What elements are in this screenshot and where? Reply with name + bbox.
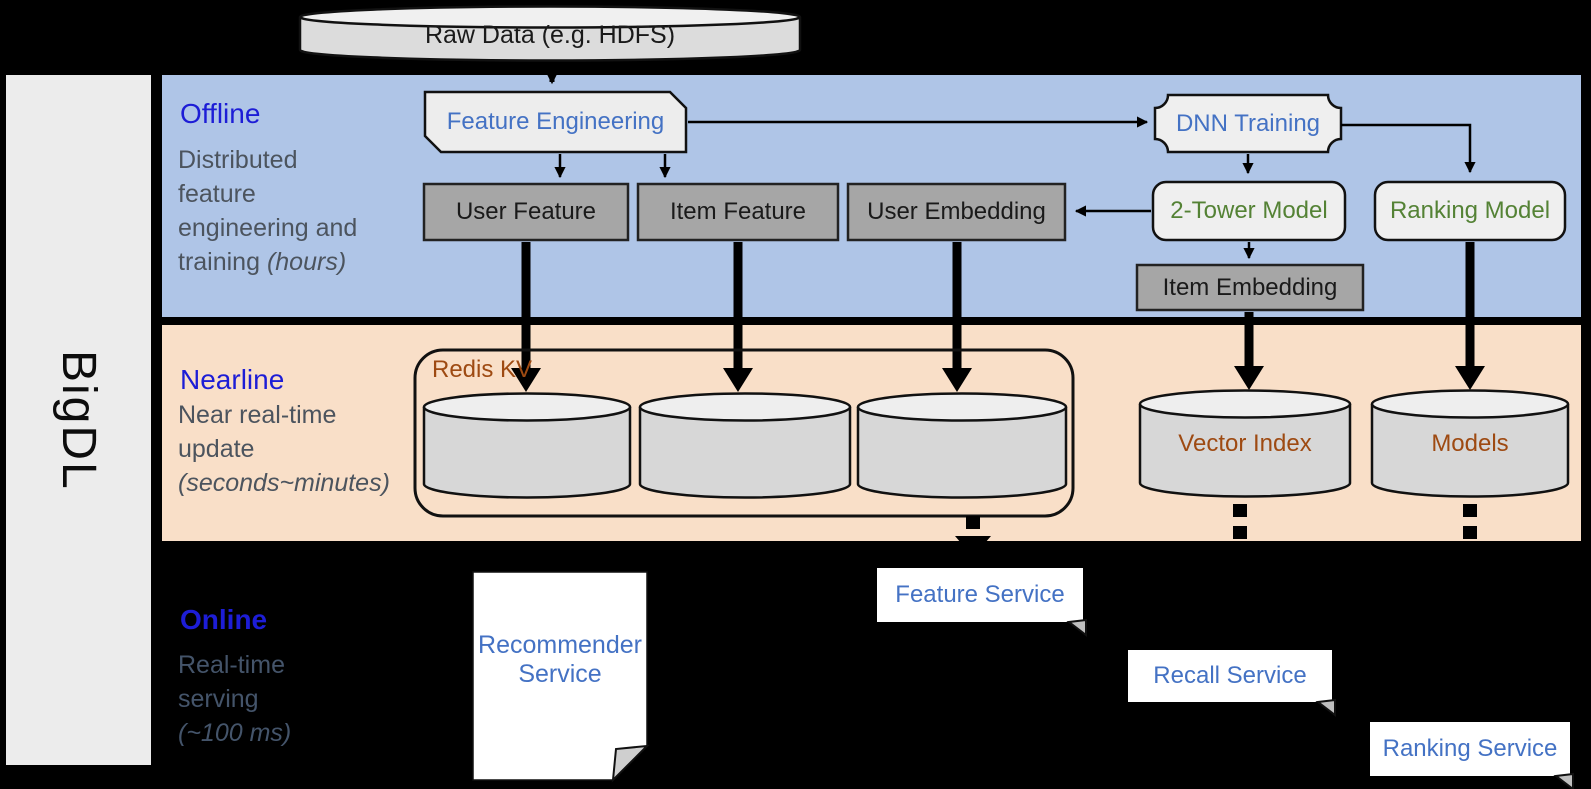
kv-cylinder-1: [422, 407, 632, 499]
item-feature-label: Item Feature: [669, 198, 807, 226]
two-tower-model-box: [1151, 180, 1347, 242]
pipe-head-2: [723, 368, 753, 392]
kv-cylinder-3: [856, 407, 1068, 499]
item-embedding-label: Item Embedding: [1162, 273, 1338, 301]
recall-service-label: Recall Service: [1153, 662, 1307, 690]
dash-kv-arrowhead: [955, 536, 991, 557]
arrow-dnn-to-ranking-model: [1341, 123, 1476, 174]
feature-service-box: [877, 568, 1083, 622]
dnn-training-label: DNN Training: [1175, 109, 1321, 137]
ranking-model-box: [1373, 180, 1567, 242]
pipe-head-1: [511, 368, 541, 392]
dash-kv-1: [966, 516, 980, 529]
user-feature-label: User Feature: [455, 198, 597, 226]
item-feature-box: [636, 182, 840, 242]
user-feature-box: [422, 182, 630, 242]
models-cylinder: [1370, 404, 1570, 498]
bigdl-sidebar: BigDL: [6, 75, 151, 765]
pipe-head-5: [1455, 366, 1485, 390]
user-embedding-box: [846, 182, 1067, 242]
bigdl-brand-label: BigDL: [52, 349, 105, 491]
models-label: Models: [1431, 430, 1509, 458]
raw-data-cylinder-top: [298, 5, 802, 29]
recommender-service-label: Recommender Service: [478, 631, 642, 688]
redis-kv-container: [413, 348, 1075, 518]
vector-index-label: Vector Index: [1178, 430, 1312, 458]
raw-data-label: Raw Data (e.g. HDFS): [424, 20, 676, 49]
offline-band-description: Distributed feature engineering and trai…: [178, 146, 358, 276]
dash-models-2: [1463, 526, 1477, 539]
pipe-head-3: [942, 368, 972, 392]
kv-cylinder-1-top: [422, 392, 632, 422]
pipe-head-4: [1234, 366, 1264, 390]
dash-models-1: [1463, 504, 1477, 517]
online-band-description: Real-time serving (~100 ms): [178, 651, 292, 747]
kv-cylinder-2: [638, 407, 852, 499]
dash-vector-2: [1233, 526, 1247, 539]
ranking-service-label: Ranking Service: [1382, 735, 1558, 763]
feature-engineering-shape: [423, 90, 688, 154]
user-embedding-label: User Embedding: [867, 198, 1046, 226]
online-band-title: Online: [180, 604, 268, 635]
nearline-band-description: Near real-time update (seconds~minutes): [178, 401, 390, 497]
feature-service-label: Feature Service: [895, 581, 1065, 609]
two-tower-model-label: 2-Tower Model: [1170, 197, 1328, 225]
feature-engineering-label: Feature Engineering: [446, 108, 665, 136]
nearline-band-title: Nearline: [180, 364, 285, 395]
vector-index-cylinder: [1138, 404, 1352, 498]
item-embedding-box: [1135, 263, 1365, 312]
dash-vector-1: [1233, 504, 1247, 517]
feature-service-fold: [1066, 618, 1087, 638]
ranking-service-box: [1370, 722, 1570, 776]
redis-kv-label: Redis KV: [432, 356, 533, 383]
ranking-service-fold: [1553, 772, 1574, 789]
raw-data-cylinder: [298, 17, 802, 62]
ranking-model-label: Ranking Model: [1389, 197, 1551, 225]
vector-index-cylinder-top: [1138, 389, 1352, 419]
recall-service-fold: [1315, 698, 1336, 718]
recall-service-box: [1128, 650, 1332, 702]
kv-cylinder-3-top: [856, 392, 1068, 422]
offline-band-title: Offline: [180, 98, 261, 129]
dnn-training-shape: [1153, 93, 1343, 154]
recommender-service-fold: [611, 744, 650, 783]
models-cylinder-top: [1370, 389, 1570, 419]
kv-cylinder-2-top: [638, 392, 852, 422]
